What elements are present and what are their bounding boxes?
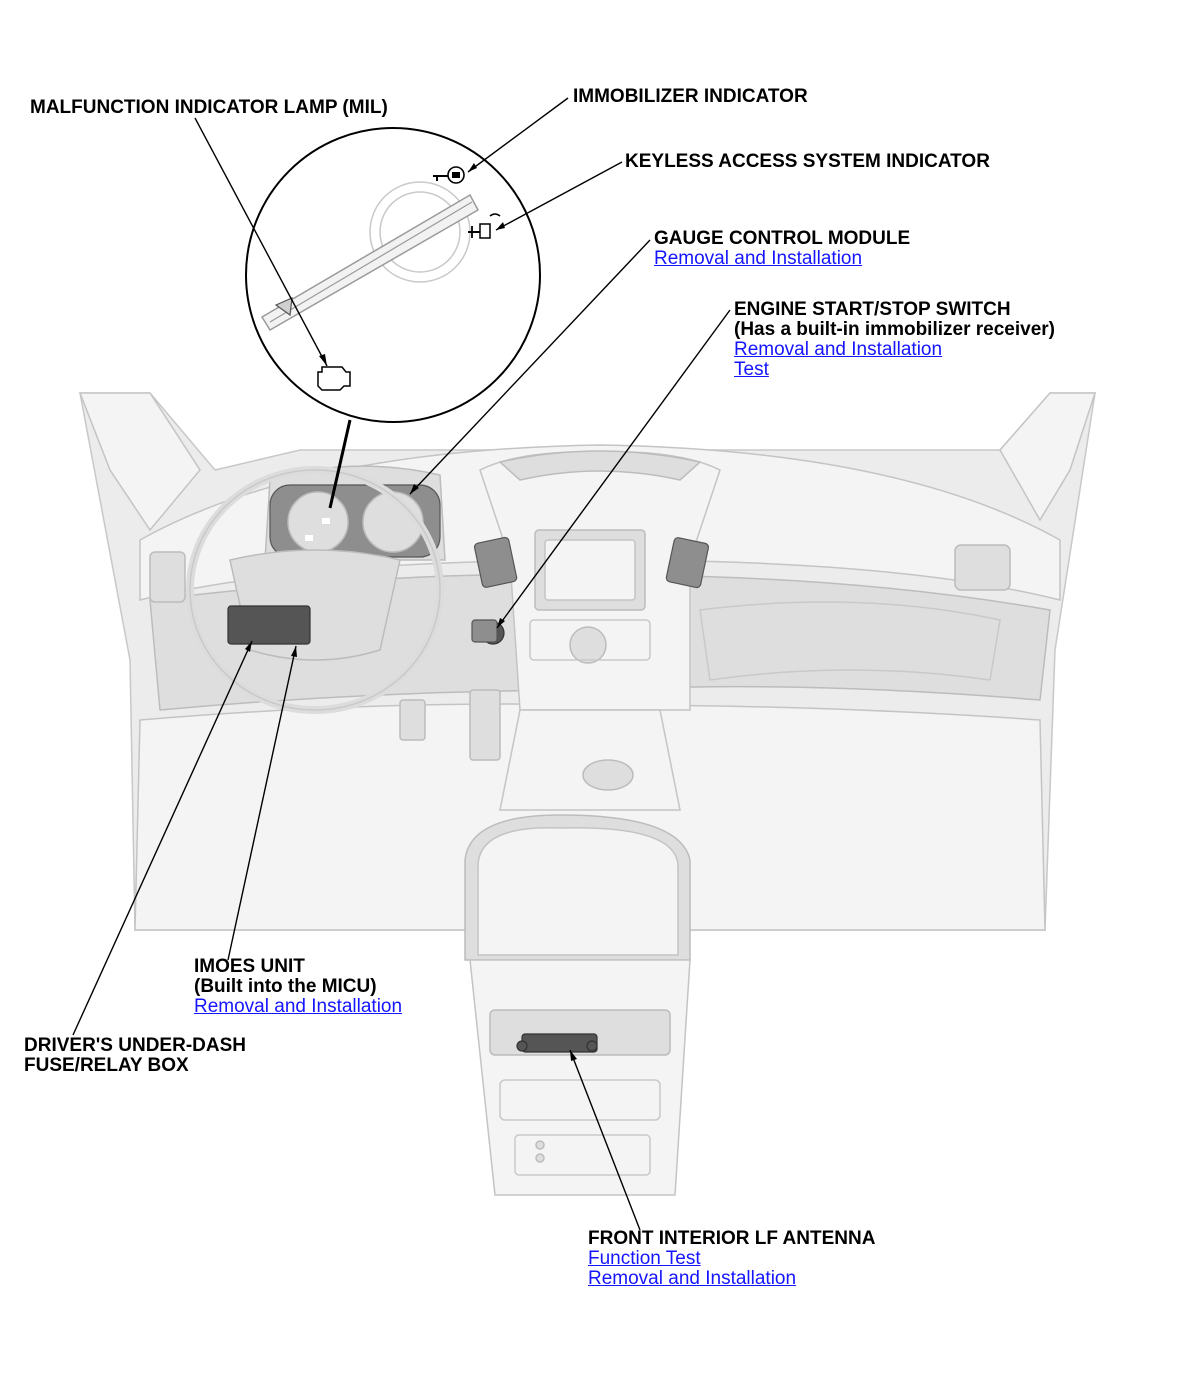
imoes-subtitle: (Built into the MICU): [194, 976, 377, 997]
callout-mil: MALFUNCTION INDICATOR LAMP (MIL): [30, 98, 388, 118]
antenna-function-test-link[interactable]: Function Test: [588, 1248, 701, 1269]
fuse-box-title-line1: DRIVER'S UNDER-DASH: [24, 1035, 246, 1056]
engine-switch-removal-link[interactable]: Removal and Installation: [734, 339, 943, 360]
imoes-removal-link[interactable]: Removal and Installation: [194, 996, 403, 1017]
cluster-detail-circle: [245, 127, 541, 423]
mil-title: MALFUNCTION INDICATOR LAMP (MIL): [30, 97, 388, 118]
vehicle-body: [78, 392, 1097, 1196]
engine-switch-title: ENGINE START/STOP SWITCH: [734, 299, 1011, 320]
engine-switch-test-link[interactable]: Test: [734, 359, 769, 380]
callout-keyless: KEYLESS ACCESS SYSTEM INDICATOR: [625, 152, 990, 172]
engine-switch-subtitle: (Has a built-in immobilizer receiver): [734, 319, 1055, 340]
antenna-title: FRONT INTERIOR LF ANTENNA: [588, 1228, 876, 1249]
imoes-title: IMOES UNIT: [194, 956, 305, 977]
callout-fuse-relay-box: DRIVER'S UNDER-DASH FUSE/RELAY BOX: [24, 1036, 246, 1076]
gauge-removal-link[interactable]: Removal and Installation: [654, 248, 863, 269]
immobilizer-title: IMMOBILIZER INDICATOR: [573, 86, 808, 107]
leader-lines: [72, 97, 731, 1231]
antenna-removal-link[interactable]: Removal and Installation: [588, 1268, 797, 1289]
fuse-box-title-line2: FUSE/RELAY BOX: [24, 1055, 189, 1076]
check-engine-icon: [317, 366, 351, 391]
callout-imoes-unit: IMOES UNIT (Built into the MICU) Removal…: [194, 957, 402, 1017]
callout-lf-antenna: FRONT INTERIOR LF ANTENNA Function Test …: [588, 1229, 875, 1289]
callout-immobilizer: IMMOBILIZER INDICATOR: [573, 87, 808, 107]
keyless-indicator-icon: [468, 213, 501, 239]
gauge-title: GAUGE CONTROL MODULE: [654, 228, 911, 249]
key-indicator-icon: [433, 166, 465, 184]
callout-engine-start-stop: ENGINE START/STOP SWITCH (Has a built-in…: [734, 300, 1055, 380]
callout-gauge-control-module: GAUGE CONTROL MODULE Removal and Install…: [654, 229, 910, 269]
keyless-title: KEYLESS ACCESS SYSTEM INDICATOR: [625, 151, 990, 172]
